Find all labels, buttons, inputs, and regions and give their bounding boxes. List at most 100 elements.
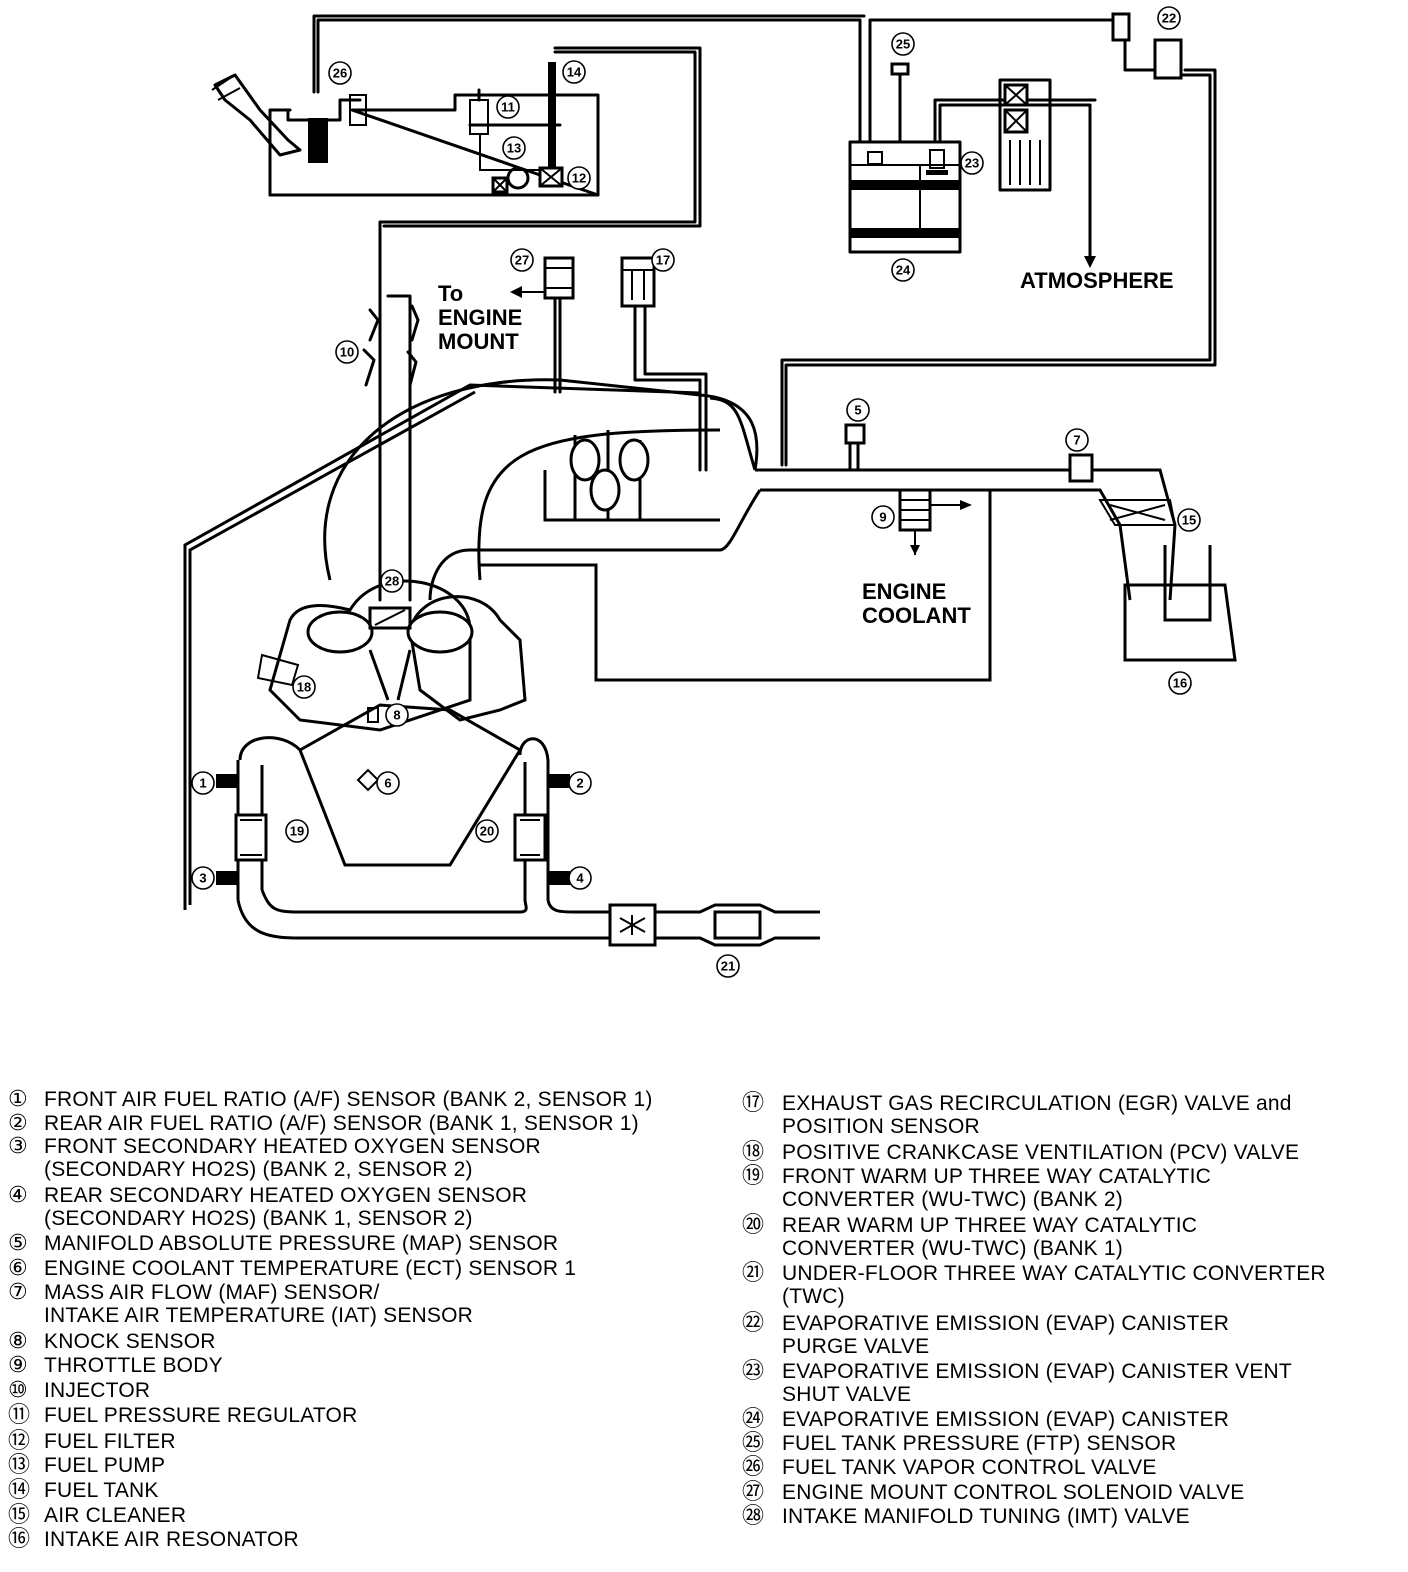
engine-coolant-line-1: ENGINE [862,579,946,604]
legend-number: ② [8,1111,28,1136]
callout-7: 7 [1065,428,1089,452]
legend-text: FUEL TANK VAPOR CONTROL VALVE [782,1456,1157,1479]
legend-text: FUEL PRESSURE REGULATOR [44,1404,358,1427]
legend-text: FRONT AIR FUEL RATIO (A/F) SENSOR (BANK … [44,1088,653,1111]
injectors [362,294,420,602]
legend-text: EVAPORATIVE EMISSION (EVAP) CANISTER [782,1408,1230,1431]
svg-text:26: 26 [333,66,347,81]
callout-14: 14 [562,60,586,84]
legend-number: ⑬ [8,1453,31,1478]
legend-text: FUEL TANK PRESSURE (FTP) SENSOR [782,1432,1177,1455]
egr-and-solenoid [510,256,708,472]
legend-text: EXHAUST GAS RECIRCULATION (EGR) VALVE an… [782,1092,1292,1138]
legend-number: ⑧ [8,1329,28,1354]
svg-text:14: 14 [567,65,582,80]
callout-19: 19 [285,819,309,843]
legend-number: ⑩ [8,1378,28,1403]
svg-text:23: 23 [965,156,979,171]
legend-number: ⑫ [8,1429,31,1454]
svg-text:20: 20 [480,824,494,839]
svg-text:16: 16 [1173,676,1187,691]
callout-28: 28 [380,569,404,593]
legend-number: ㉓ [742,1359,765,1384]
label-engine-coolant: ENGINE COOLANT [862,579,971,628]
to-engine-mount-line-1: To [438,281,463,306]
svg-text:18: 18 [297,680,311,695]
callout-2: 2 [568,771,592,795]
svg-text:12: 12 [572,171,586,186]
legend-item: ⑲ FRONT WARM UP THREE WAY CATALYTIC CONVE… [742,1165,1211,1211]
callout-23: 23 [960,151,984,175]
legend-number: ⑮ [8,1503,31,1528]
callout-6: 6 [376,771,400,795]
callout-5: 5 [846,398,870,422]
legend-number: ⑥ [8,1256,28,1281]
callout-12: 12 [567,166,591,190]
svg-text:2: 2 [576,776,583,791]
vapor-lines [312,14,1217,467]
callout-11: 11 [496,95,520,119]
legend-text: MASS AIR FLOW (MAF) SENSOR/ INTAKE AIR T… [44,1281,473,1327]
legend-text: INJECTOR [44,1379,151,1402]
legend-number: ⑲ [742,1164,765,1189]
legend-number: ㉗ [742,1480,765,1505]
legend-text: ENGINE COOLANT TEMPERATURE (ECT) SENSOR … [44,1257,577,1280]
legend-item: ② REAR AIR FUEL RATIO (A/F) SENSOR (BANK … [8,1112,639,1135]
legend-text: MANIFOLD ABSOLUTE PRESSURE (MAP) SENSOR [44,1232,559,1255]
callout-1: 1 [191,771,215,795]
legend-text: REAR AIR FUEL RATIO (A/F) SENSOR (BANK 1… [44,1112,639,1135]
legend-number: ④ [8,1183,28,1208]
legend-item: ⑥ ENGINE COOLANT TEMPERATURE (ECT) SENSOR… [8,1257,576,1280]
callout-4: 4 [568,866,592,890]
legend-text: FRONT SECONDARY HEATED OXYGEN SENSOR (SE… [44,1135,541,1181]
to-engine-mount-line-2: ENGINE [438,305,522,330]
legend-item: ⑩ INJECTOR [8,1379,150,1402]
svg-text:15: 15 [1182,513,1196,528]
legend-text: ENGINE MOUNT CONTROL SOLENOID VALVE [782,1481,1245,1504]
callout-21: 21 [716,954,740,978]
legend-number: ① [8,1087,28,1112]
legend-number: ⑦ [8,1280,28,1305]
legend-number: ⑯ [8,1527,31,1552]
legend-number: ⑭ [8,1478,31,1503]
label-to-engine-mount: To ENGINE MOUNT [438,281,528,354]
legend-number: ㉕ [742,1431,765,1456]
legend-item: ⑰ EXHAUST GAS RECIRCULATION (EGR) VALVE a… [742,1092,1292,1138]
legend: ① FRONT AIR FUEL RATIO (A/F) SENSOR (BANK… [0,1088,1408,1572]
callout-26: 26 [328,61,352,85]
legend-item: ① FRONT AIR FUEL RATIO (A/F) SENSOR (BANK… [8,1088,653,1111]
legend-text: FUEL FILTER [44,1430,176,1453]
svg-text:7: 7 [1073,433,1080,448]
svg-text:6: 6 [384,776,391,791]
svg-text:21: 21 [721,959,735,974]
legend-number: ⑰ [742,1091,765,1116]
legend-item: ⑫ FUEL FILTER [8,1430,176,1453]
svg-text:27: 27 [515,253,529,268]
callout-10: 10 [335,340,359,364]
legend-text: EVAPORATIVE EMISSION (EVAP) CANISTER VEN… [782,1360,1292,1406]
legend-item: ④ REAR SECONDARY HEATED OXYGEN SENSOR (SE… [8,1184,527,1230]
callout-3: 3 [191,866,215,890]
legend-number: ㉒ [742,1311,765,1336]
svg-text:5: 5 [854,403,861,418]
svg-text:1: 1 [199,776,206,791]
legend-number: ㉖ [742,1455,765,1480]
legend-number: ㉔ [742,1407,765,1432]
legend-text: KNOCK SENSOR [44,1330,216,1353]
to-engine-mount-line-3: MOUNT [438,329,519,354]
legend-text: INTAKE MANIFOLD TUNING (IMT) VALVE [782,1505,1190,1528]
callout-27: 27 [510,248,534,272]
legend-text: THROTTLE BODY [44,1354,223,1377]
legend-text: REAR SECONDARY HEATED OXYGEN SENSOR (SEC… [44,1184,528,1230]
callout-8: 8 [385,703,409,727]
legend-item: ⑦ MASS AIR FLOW (MAF) SENSOR/ INTAKE AIR … [8,1281,473,1327]
legend-text: FRONT WARM UP THREE WAY CATALYTIC CONVER… [782,1165,1211,1211]
